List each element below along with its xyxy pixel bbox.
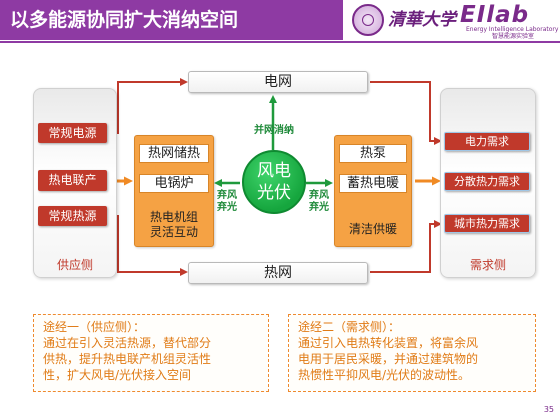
supply-side-label: 供应侧 bbox=[56, 258, 93, 272]
supply-item-chp: 热电联产 bbox=[38, 170, 107, 191]
seal-inner-ring bbox=[362, 14, 374, 26]
demand-note-line-3: 热惯性平抑风电/光伏的波动性。 bbox=[298, 368, 471, 382]
demand-note-title: 途经二（需求侧）： bbox=[298, 320, 401, 334]
thermal-storage-heater-box: 蓄热电暖 bbox=[339, 174, 407, 193]
demand-item-power: 电力需求 bbox=[444, 132, 530, 151]
title-bar bbox=[0, 0, 343, 40]
supply-path-note: 途经一（供应侧）： 通过在引入灵活热源，替代部分 供热，提升热电联产机组灵活性 … bbox=[33, 314, 269, 392]
grid-integration-label: 并网消纳 bbox=[254, 125, 294, 136]
supply-item-conventional-heat: 常规热源 bbox=[38, 206, 107, 226]
demand-item-city-heat: 城市热力需求 bbox=[444, 214, 530, 233]
supply-item-conventional-power: 常规电源 bbox=[38, 123, 107, 143]
arrow-heatnet-to-city-heat bbox=[370, 220, 442, 273]
page-title: 以多能源协同扩大消纳空间 bbox=[10, 9, 239, 31]
heat-pump-box: 热泵 bbox=[339, 144, 407, 163]
demand-item-dispersed-heat: 分散热力需求 bbox=[444, 172, 530, 191]
left-curtailment-label-2: 弃光 bbox=[217, 202, 237, 213]
lab-subtitle-en: Energy Intelligence Laboratory bbox=[466, 26, 559, 33]
power-grid-bar: 电网 bbox=[188, 71, 368, 93]
arrow-power-source-to-grid bbox=[107, 78, 188, 134]
demand-path-note: 途经二（需求侧）： 通过引入电热转化装置，将富余风 电用于居民采暖，并通过建筑物… bbox=[288, 314, 536, 392]
lab-subtitle-cn: 智慧能源实验室 bbox=[492, 33, 535, 40]
supply-note-title: 途经一（供应侧）： bbox=[43, 320, 146, 334]
supply-note-line-3: 性，扩大风电/光伏接入空间 bbox=[43, 368, 192, 382]
right-curtailment-label-1: 弃风 bbox=[309, 190, 329, 201]
header-divider bbox=[0, 41, 560, 43]
heat-network-bar: 热网 bbox=[188, 262, 368, 284]
supply-note-line-1: 通过在引入灵活热源，替代部分 bbox=[43, 336, 212, 350]
right-block-caption: 清洁供暖 bbox=[348, 222, 397, 236]
demand-side-label: 需求侧 bbox=[469, 258, 506, 272]
core-line-1: 风电 bbox=[257, 161, 291, 181]
demand-note-line-2: 电用于居民采暖，并通过建筑物的 bbox=[298, 352, 479, 366]
university-seal-icon bbox=[352, 4, 384, 36]
core-line-2: 光伏 bbox=[257, 183, 291, 203]
page-number: 35 bbox=[543, 405, 554, 414]
wind-solar-core: 风电 光伏 bbox=[242, 150, 306, 214]
electric-boiler-box: 电锅炉 bbox=[139, 174, 209, 193]
left-curtailment-label-1: 弃风 bbox=[217, 190, 237, 201]
university-name: 清華大学 bbox=[388, 10, 456, 30]
demand-note-line-1: 通过引入电热转化装置，将富余风 bbox=[298, 336, 479, 350]
left-block-caption-2: 灵活互动 bbox=[149, 225, 198, 239]
heat-storage-box: 热网储热 bbox=[139, 144, 209, 163]
right-curtailment-label-2: 弃光 bbox=[309, 202, 329, 213]
supply-note-line-2: 供热，提升热电联产机组灵活性 bbox=[43, 352, 212, 366]
left-block-caption-1: 热电机组 bbox=[149, 210, 198, 224]
lab-logo: EIlab bbox=[460, 2, 530, 28]
arrow-grid-to-power-demand bbox=[370, 81, 442, 145]
